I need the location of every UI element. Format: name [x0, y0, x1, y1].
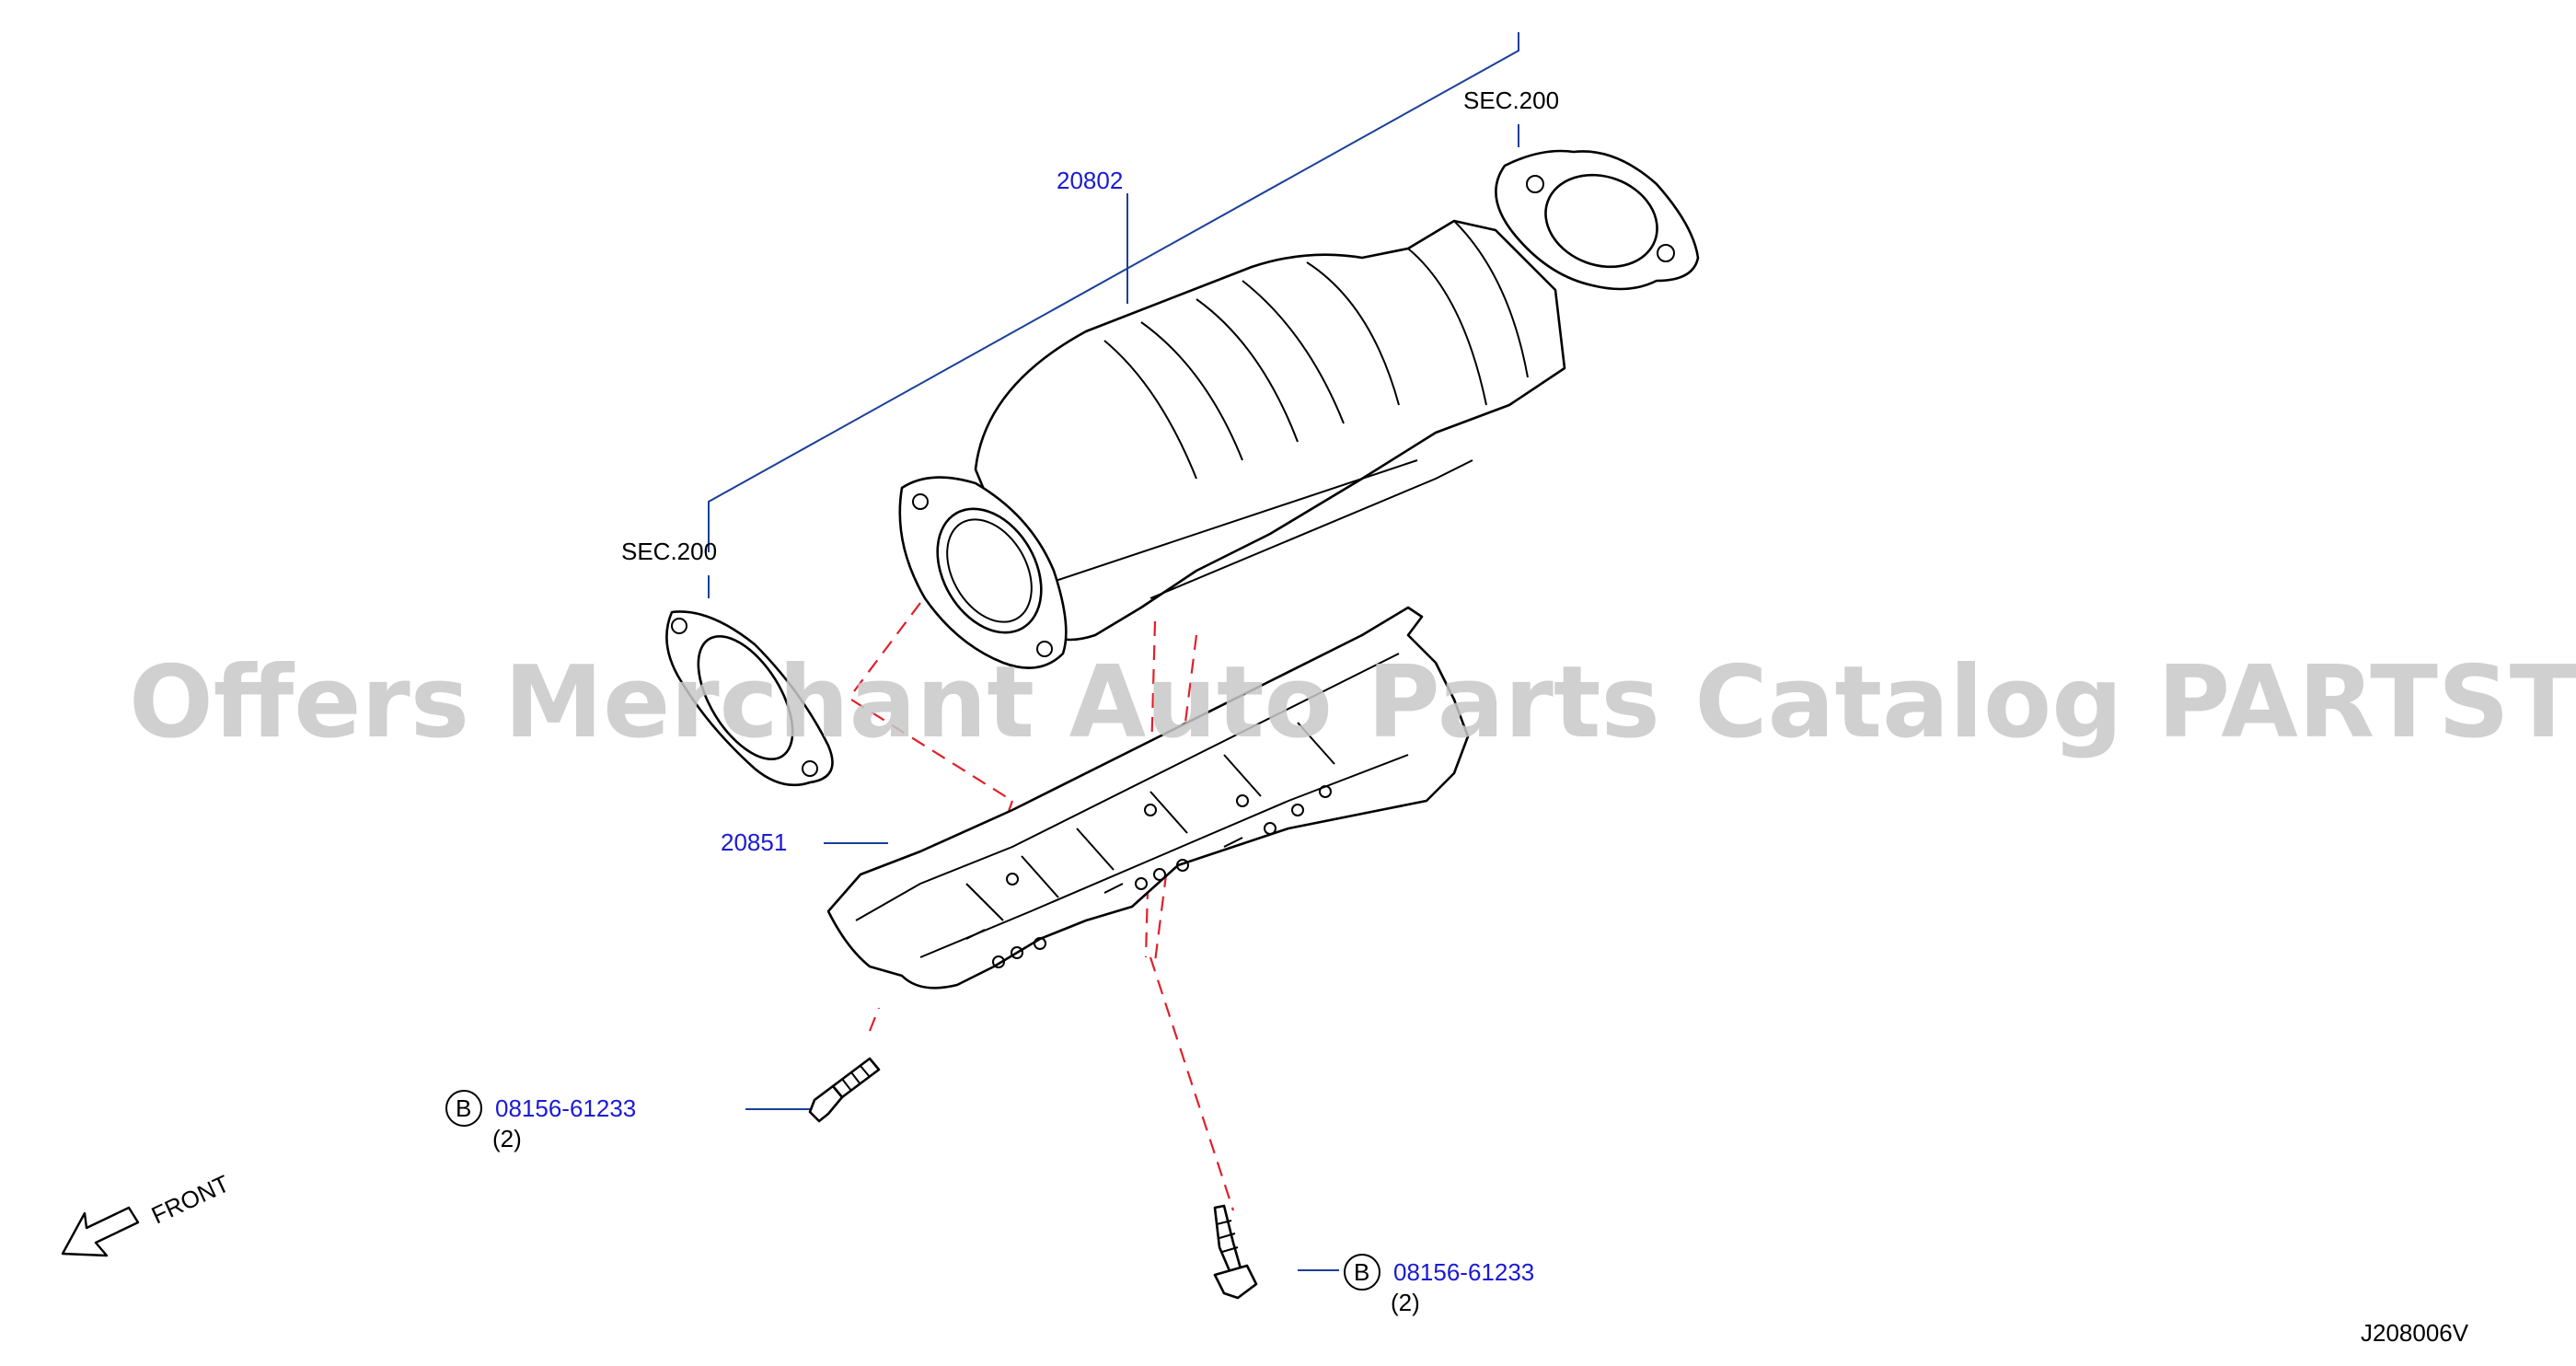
- section-ref-left[interactable]: SEC.200: [621, 538, 717, 565]
- gasket-outlet: [1495, 149, 1700, 291]
- section-ref-top[interactable]: SEC.200: [1463, 87, 1559, 114]
- catalytic-converter: [974, 219, 1566, 642]
- heat-shield: [826, 606, 1470, 990]
- diagram-code: J208006V: [2361, 1319, 2469, 1347]
- bolt-marker-letter: B: [456, 1094, 471, 1122]
- bolt-callout-right[interactable]: B 08156-61233 (2): [1344, 1254, 1534, 1316]
- front-indicator: FRONT: [61, 1169, 234, 1257]
- bolt-quantity: (2): [1391, 1289, 1420, 1316]
- leader-lines: [708, 32, 1519, 1271]
- bolt-marker-letter: B: [1354, 1258, 1369, 1286]
- gasket-inlet: [665, 610, 834, 787]
- converter-inlet-flange: [898, 476, 1068, 669]
- part-number-converter[interactable]: 20802: [1057, 167, 1123, 194]
- front-label: FRONT: [147, 1169, 234, 1229]
- bolt-marker-circle: [1344, 1254, 1380, 1291]
- watermark: Offers Merchant Auto Parts Catalog PARTS…: [129, 645, 2576, 760]
- bolt-part-number[interactable]: 08156-61233: [495, 1094, 636, 1122]
- part-number-heatshield[interactable]: 20851: [721, 828, 787, 856]
- bolt-marker-circle: [445, 1090, 482, 1127]
- front-arrow-icon: [61, 1206, 140, 1257]
- bolt-callout-left[interactable]: B 08156-61233 (2): [445, 1090, 636, 1152]
- bolt-icon: [808, 1057, 881, 1123]
- bolt-part-number[interactable]: 08156-61233: [1393, 1258, 1534, 1286]
- bolt-icon: [1213, 1204, 1258, 1300]
- bolt-quantity: (2): [492, 1125, 522, 1152]
